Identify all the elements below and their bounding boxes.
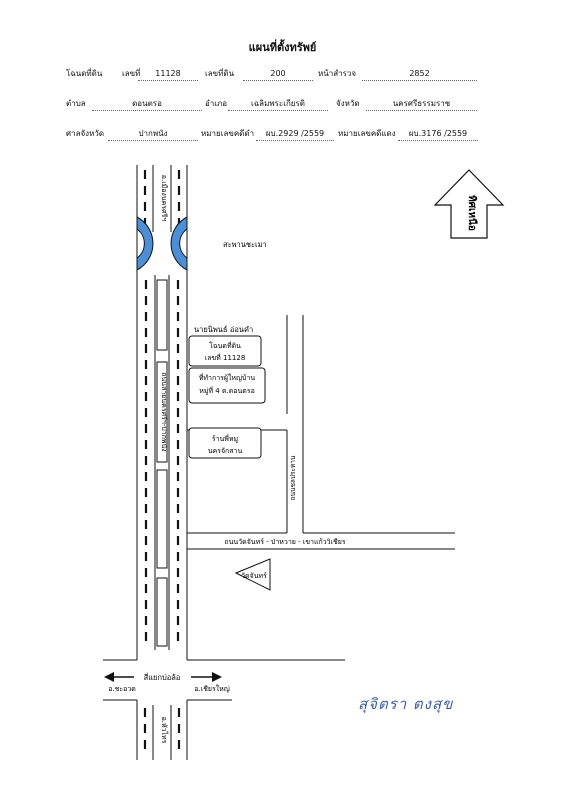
left-destination: อ.ชะอวด <box>108 685 136 693</box>
median-block <box>156 279 168 351</box>
deed-box-line2: เลขที่ 11128 <box>205 353 246 362</box>
intersection-label: สี่แยกบ่อล้อ <box>143 672 180 682</box>
north-label: ทิศเหนือ <box>466 195 478 231</box>
bottom-road-label: อ.หัวไทร <box>160 717 169 744</box>
black-case-value: ผบ.2929 /2559 <box>256 128 334 141</box>
owner-label: นายนิพนธ์ อ่อนคำ <box>194 325 253 334</box>
map-title: แผนที่ตั้งทรัพย์ <box>248 41 317 54</box>
header-row-deed: โฉนดที่ดิน เลขที่ 11128 เลขที่ดิน 200 หน… <box>0 68 565 84</box>
province-label: จังหวัด <box>336 99 360 108</box>
survey-page-value: 2852 <box>362 68 477 81</box>
village-office-box <box>188 367 266 404</box>
district-label: อำเภอ <box>205 99 228 108</box>
black-case-label: หมายเลขคดีดำ <box>201 129 255 138</box>
court-value: ปากพนัง <box>108 128 198 141</box>
subdistrict-value: ดอนตรอ <box>92 98 202 111</box>
province-value: นครศรีธรรมราช <box>366 98 477 111</box>
red-case-label: หมายเลขคดีแดง <box>338 129 396 138</box>
office-box-line1: ที่ทำการผู้ใหญ่บ้าน <box>199 373 256 382</box>
bridge-label: สะพานชะเมา <box>223 240 267 249</box>
land-no-value: 200 <box>243 68 313 81</box>
side-road-label: ถนนชลประทาน <box>289 455 297 500</box>
shop-box <box>188 427 262 459</box>
land-no-label: เลขที่ดิน <box>205 69 235 78</box>
north-arrow-icon <box>433 169 505 239</box>
red-case-value: ผบ.3176 /2559 <box>398 128 478 141</box>
bridge-right-arc <box>170 216 188 271</box>
office-box-line2: หมู่ที่ 4 ต.ดอนตรอ <box>199 386 255 395</box>
district-value: เฉลิมพระเกียรติ <box>228 98 328 111</box>
main-road-label: ถนนสายนครศรีฯ-ปากพนัง <box>160 372 168 451</box>
temple-label: วัดจันทร์ <box>241 572 267 580</box>
left-arrow-icon <box>104 672 114 682</box>
header-row-location: ตำบล ดอนตรอ อำเภอ เฉลิมพระเกียรติ จังหวั… <box>0 98 565 114</box>
median-block <box>156 361 168 463</box>
deed-no-value: 11128 <box>138 68 198 81</box>
deed-box-line1: โฉนดที่ดิน <box>209 341 241 350</box>
signature: สุจิตรา ตงสุข <box>358 695 454 713</box>
survey-page-label: หน้าสำรวจ <box>318 69 357 78</box>
temple-marker-icon <box>234 558 271 591</box>
shop-box-line2: นครจักสาน <box>208 447 243 455</box>
top-road-label: อ.เมืองนครศรีฯ <box>160 175 168 221</box>
right-arrow-icon <box>212 672 222 682</box>
temple-road-label: ถนนวัดจันทร์ - ป่าหวาย - เขาแก้ววิเชียร <box>224 538 345 546</box>
deed-box <box>188 335 262 367</box>
subdistrict-label: ตำบล <box>66 99 86 108</box>
median-block <box>156 577 168 647</box>
bridge-left-arc <box>136 216 154 271</box>
deed-no-label: เลขที่ <box>122 69 141 78</box>
deed-label: โฉนดที่ดิน <box>66 69 103 78</box>
court-label: ศาลจังหวัด <box>66 129 105 138</box>
header-row-case: ศาลจังหวัด ปากพนัง หมายเลขคดีดำ ผบ.2929 … <box>0 128 565 144</box>
right-destination: อ.เชียรใหญ่ <box>194 684 229 693</box>
shop-box-line1: ร้านพี่หมู <box>212 434 238 443</box>
median-block <box>156 469 168 569</box>
